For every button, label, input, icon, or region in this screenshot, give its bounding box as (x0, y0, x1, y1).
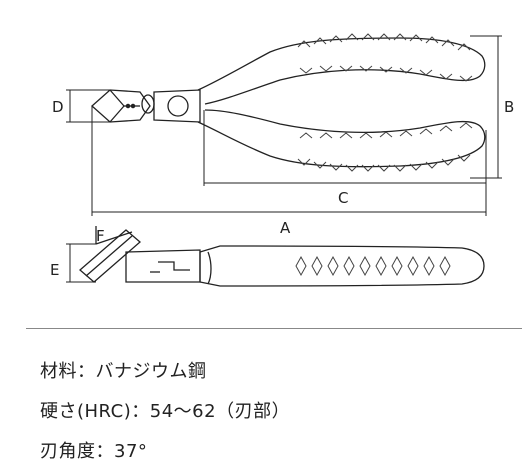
pivot-hole (167, 95, 189, 117)
lower-grip-teeth (297, 122, 473, 172)
side-jaw (79, 229, 141, 283)
pliers-dimension-diagram: D B C A F E (50, 33, 514, 287)
dimension-label-e: E (50, 261, 59, 279)
section-divider (26, 328, 522, 329)
dimension-label-c: C (338, 189, 348, 207)
dimension-label-b: B (504, 98, 514, 116)
spec-material: 材料：バナジウム鋼 (40, 361, 207, 382)
upper-grip-teeth (297, 33, 473, 82)
lower-handle (197, 109, 486, 168)
spec-hardness: 硬さ(HRC)：54～62（刃部） (40, 401, 291, 422)
pivot-head (153, 89, 201, 123)
dimension-lines (66, 35, 502, 283)
spec-blade-angle: 刃角度：37° (40, 441, 148, 462)
dimension-label-d: D (52, 98, 64, 116)
jaw-tip (91, 89, 151, 123)
side-handle (199, 245, 485, 287)
pliers-side-view (79, 226, 485, 287)
pliers-top-view (91, 37, 486, 168)
dimension-label-f: F (96, 227, 105, 245)
upper-handle (197, 37, 486, 105)
side-grip-pattern (295, 255, 451, 277)
side-neck (125, 249, 201, 283)
dimension-label-a: A (280, 219, 291, 237)
